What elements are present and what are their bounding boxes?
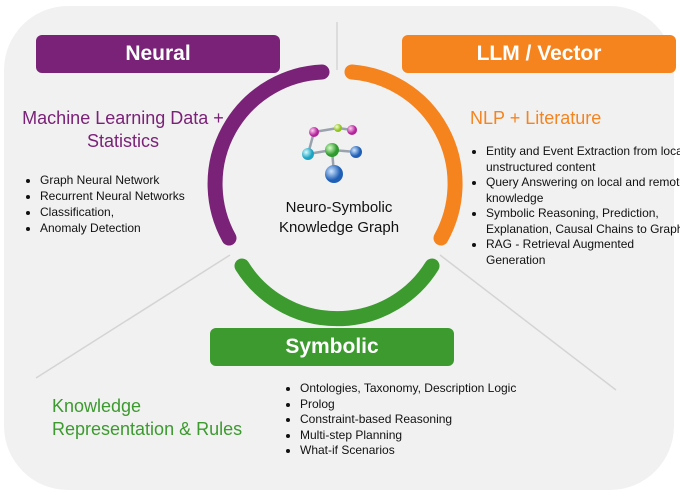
symbolic-list: Ontologies, Taxonomy, Description Logic …: [286, 381, 560, 459]
list-item: What-if Scenarios: [300, 443, 560, 459]
center-label: Neuro-Symbolic Knowledge Graph: [278, 199, 400, 236]
neural-heading: Machine Learning Data + Statistics: [22, 108, 224, 151]
diagram-background: [4, 6, 674, 490]
list-item: Entity and Event Extraction from local u…: [486, 144, 680, 175]
llm-heading: NLP + Literature: [470, 108, 602, 128]
neural-arc: [207, 64, 330, 246]
neural-list: Graph Neural Network Recurrent Neural Ne…: [26, 172, 240, 236]
list-item: RAG - Retrieval Augmented Generation: [486, 237, 680, 268]
list-item: Query Answering on local and remote know…: [486, 175, 680, 206]
neural-header: Neural: [36, 35, 280, 73]
symbolic-arc: [234, 258, 440, 327]
llm-arc: [344, 64, 463, 246]
list-item: Graph Neural Network: [40, 172, 240, 188]
molecule-icon: [302, 124, 362, 183]
list-item: Anomaly Detection: [40, 220, 240, 236]
list-item: Recurrent Neural Networks: [40, 188, 240, 204]
llm-vector-header: LLM / Vector: [402, 35, 676, 73]
list-item: Multi-step Planning: [300, 428, 560, 444]
list-item: Classification,: [40, 204, 240, 220]
list-item: Prolog: [300, 397, 560, 413]
symbolic-header: Symbolic: [210, 328, 454, 366]
llm-list: Entity and Event Extraction from local u…: [472, 144, 680, 268]
symbolic-heading: Knowledge Representation & Rules: [52, 396, 243, 439]
list-item: Symbolic Reasoning, Prediction, Explanat…: [486, 206, 680, 237]
list-item: Constraint-based Reasoning: [300, 412, 560, 428]
list-item: Ontologies, Taxonomy, Description Logic: [300, 381, 560, 397]
